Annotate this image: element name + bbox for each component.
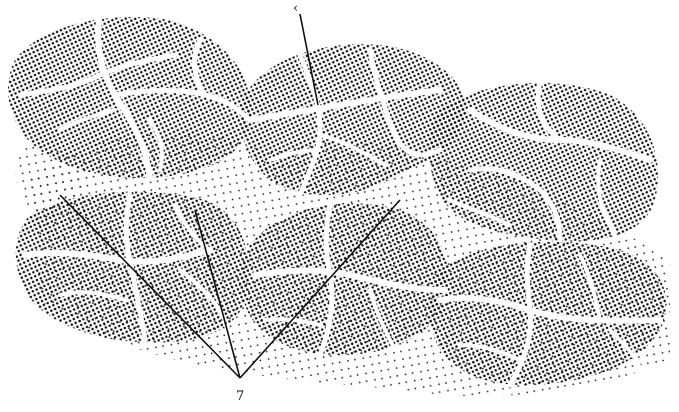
cluster-bottom-center <box>241 203 448 355</box>
label-top-marker: ‹ <box>293 1 298 16</box>
label-bottom-marker: 7 <box>236 389 244 404</box>
cluster-top-right <box>429 83 658 241</box>
